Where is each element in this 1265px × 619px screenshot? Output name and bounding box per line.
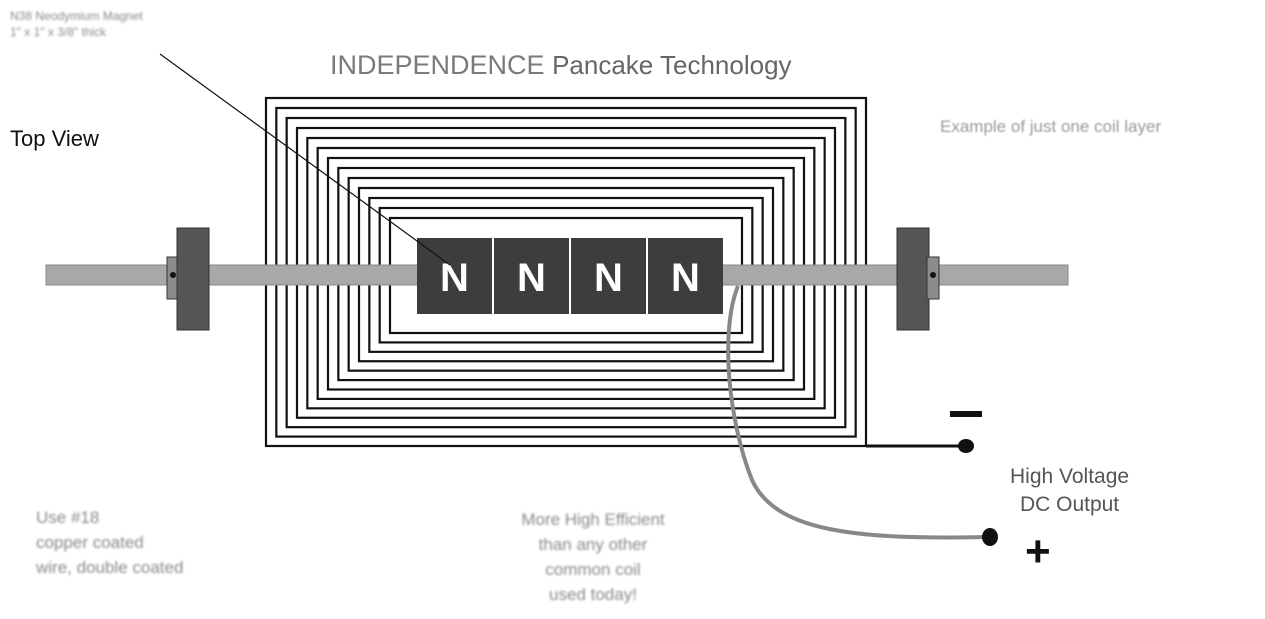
negative-terminal: [958, 439, 974, 453]
output-label-line-2: DC Output: [1019, 493, 1120, 516]
magnet-pointer-line: [159, 53, 451, 266]
efficiency-note: More High Efficient than any other commo…: [468, 507, 718, 607]
right-bearing-pin: [930, 272, 936, 278]
output-label-line-1: High Voltage: [1010, 465, 1130, 488]
left-bearing-block: [176, 227, 210, 331]
wire-note-line-2: copper coated: [36, 533, 144, 552]
magnet-pole-label: N: [671, 256, 700, 300]
magnet-block: [494, 238, 569, 314]
positive-lead-wire: [726, 285, 986, 540]
output-label: High Voltage DC Output: [1010, 463, 1129, 519]
wire-note-line-3: wire, double coated: [36, 558, 184, 577]
magnet-block: [571, 238, 646, 314]
magnet-separator: [492, 238, 494, 314]
efficiency-note-line-3: common coil: [545, 560, 641, 579]
title-rest: Pancake Technology: [552, 50, 792, 80]
magnet-pole-label: N: [517, 256, 546, 300]
left-bearing-pin: [170, 272, 176, 278]
top-view-label: Top View: [10, 126, 99, 151]
efficiency-note-line-4: used today!: [549, 585, 637, 604]
positive-terminal: [982, 528, 998, 546]
negative-symbol: [950, 411, 982, 417]
magnet-separator: [646, 238, 648, 314]
magnet-note-line-1: N38 Neodymium Magnet: [10, 9, 143, 23]
magnet-separator: [569, 238, 571, 314]
efficiency-note-line-2: than any other: [538, 535, 648, 554]
magnet-note-line-2: 1" x 1" x 3/8" thick: [10, 25, 107, 39]
example-note: Example of just one coil layer: [940, 117, 1162, 136]
magnet-block: [648, 238, 723, 314]
diagram-title: INDEPENDENCE Pancake Technology: [330, 50, 792, 81]
magnet-note: N38 Neodymium Magnet 1" x 1" x 3/8" thic…: [10, 8, 143, 40]
positive-symbol: +: [1025, 527, 1051, 576]
magnet-pole-label: N: [594, 256, 623, 300]
title-main: INDEPENDENCE: [330, 50, 545, 80]
right-bearing-block: [896, 227, 930, 331]
magnet-pole-label: N: [440, 256, 469, 300]
efficiency-note-line-1: More High Efficient: [521, 510, 665, 529]
wire-note: Use #18 copper coated wire, double coate…: [36, 505, 183, 580]
wire-note-line-1: Use #18: [36, 508, 100, 527]
